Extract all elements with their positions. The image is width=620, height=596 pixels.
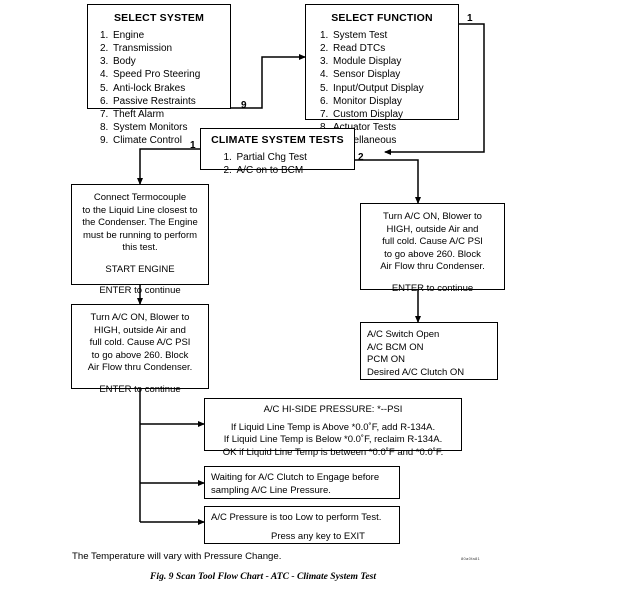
select-system-title: SELECT SYSTEM [113, 12, 205, 24]
node-select-function[interactable]: SELECT FUNCTION 1.System Test 2.Read DTC… [305, 4, 459, 146]
node-climate-system-tests[interactable]: CLIMATE SYSTEM TESTS 1.Partial Chg Test … [200, 128, 355, 176]
connector-function-to-climate [384, 23, 485, 155]
start-engine-action: START ENGINE [105, 263, 175, 275]
menu-item[interactable]: 6.Passive Restraints [100, 95, 196, 107]
pressure-low-line2: Press any key to EXIT [271, 530, 365, 542]
node-waiting-clutch: Waiting for A/C Clutch to Engage before … [204, 466, 400, 499]
menu-item[interactable]: 2.A/C on to BCM [223, 165, 304, 177]
connector-climate1-to-thermocouple [137, 148, 200, 185]
figure-micro-id: 80a0fa81 [461, 556, 481, 561]
node-hi-side-pressure: A/C HI-SIDE PRESSURE: *--PSI If Liquid L… [204, 398, 462, 458]
node-status-list: A/C Switch Open A/C BCM ON PCM ON Desire… [360, 322, 498, 380]
menu-item[interactable]: 5.Input/Output Display [320, 82, 424, 94]
node-turn-ac-on-right: Turn A/C ON, Blower to HIGH, outside Air… [360, 203, 505, 294]
figure-caption: Fig. 9 Scan Tool Flow Chart - ATC - Clim… [150, 571, 377, 582]
connector-system-to-function [231, 54, 306, 109]
turn-ac-left-text: Turn A/C ON, Blower to HIGH, outside Air… [72, 312, 208, 396]
enter-prompt: ENTER to continue [99, 285, 181, 297]
menu-item[interactable]: 1.Partial Chg Test [223, 151, 307, 163]
menu-item[interactable]: 7.Custom Display [320, 108, 404, 120]
connector-label-one-top: 1 [467, 13, 473, 24]
status-list-text: A/C Switch Open A/C BCM ON PCM ON Desire… [367, 329, 465, 378]
menu-item[interactable]: 4.Speed Pro Steering [100, 69, 201, 81]
thermocouple-text: Connect Termocouple to the Liquid Line c… [72, 192, 208, 298]
menu-item[interactable]: 1.System Test [320, 29, 388, 41]
menu-item[interactable]: 4.Sensor Display [320, 69, 401, 81]
temperature-note: The Temperature will vary with Pressure … [72, 551, 282, 562]
connector-label-nine: 9 [241, 100, 247, 111]
connector-label-one-left: 1 [190, 140, 196, 151]
connector-climate2-to-turnac-right [355, 159, 421, 204]
pressure-low-text: A/C Pressure is too Low to perform Test.… [211, 512, 399, 543]
menu-item[interactable]: 2.Read DTCs [320, 43, 386, 55]
climate-tests-title: CLIMATE SYSTEM TESTS [211, 134, 344, 146]
menu-item[interactable]: 3.Body [100, 56, 136, 68]
waiting-clutch-text: Waiting for A/C Clutch to Engage before … [211, 472, 380, 496]
enter-prompt: ENTER to continue [99, 383, 181, 395]
hi-side-pressure-text: A/C HI-SIDE PRESSURE: *--PSI If Liquid L… [205, 404, 461, 459]
turn-ac-right-text: Turn A/C ON, Blower to HIGH, outside Air… [361, 211, 504, 295]
hi-side-pressure-title: A/C HI-SIDE PRESSURE: *--PSI [263, 404, 403, 415]
menu-item[interactable]: 7.Theft Alarm [100, 108, 165, 120]
menu-item[interactable]: 9.Climate Control [100, 135, 182, 147]
menu-item[interactable]: 8.System Monitors [100, 122, 188, 134]
menu-item[interactable]: 5.Anti-lock Brakes [100, 82, 186, 94]
node-select-system[interactable]: SELECT SYSTEM 1.Engine 2.Transmission 3.… [87, 4, 231, 146]
node-turn-ac-on-left: Turn A/C ON, Blower to HIGH, outside Air… [71, 304, 209, 395]
menu-item[interactable]: 8.Actuator Tests [320, 122, 397, 134]
connector-label-two: 2 [358, 152, 364, 163]
menu-item[interactable]: 3.Module Display [320, 56, 402, 68]
select-function-title: SELECT FUNCTION [331, 12, 433, 24]
enter-prompt: ENTER to continue [391, 282, 474, 294]
node-pressure-too-low: A/C Pressure is too Low to perform Test.… [204, 506, 400, 544]
climate-tests-menu: 1.Partial Chg Test 2.A/C on to BCM [224, 151, 332, 177]
pressure-low-line1: A/C Pressure is too Low to perform Test. [211, 512, 382, 523]
menu-item[interactable]: 1.Engine [100, 29, 145, 41]
menu-item[interactable]: 2.Transmission [100, 43, 173, 55]
select-system-menu: 1.Engine 2.Transmission 3.Body 4.Speed P… [100, 29, 218, 148]
menu-item[interactable]: 6.Monitor Display [320, 95, 402, 107]
node-connect-thermocouple: Connect Termocouple to the Liquid Line c… [71, 184, 209, 296]
